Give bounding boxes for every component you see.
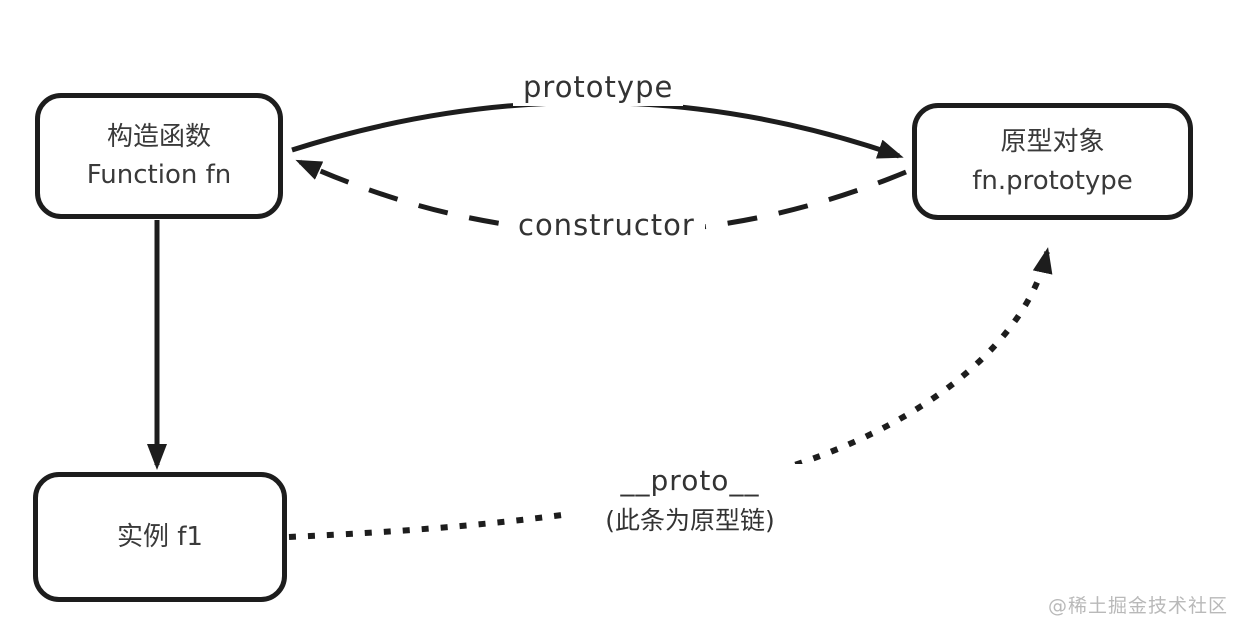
prototype-arrow xyxy=(291,100,904,159)
node-prototype-line1: 原型对象 xyxy=(1000,127,1105,157)
node-constructor-function: 构造函数 Function fn xyxy=(35,93,283,219)
edge-label-proto: __proto__ xyxy=(620,464,760,497)
node-prototype-object: 原型对象 fn.prototype xyxy=(912,103,1193,220)
node-prototype-line2: fn.prototype xyxy=(972,165,1133,196)
edge-label-proto-block: __proto__ (此条为原型链) xyxy=(572,464,808,537)
edge-label-proto-note: (此条为原型链) xyxy=(605,506,775,535)
watermark-text: @稀土掘金技术社区 xyxy=(1047,595,1228,617)
node-instance-f1: 实例 f1 xyxy=(33,472,287,602)
edge-label-constructor: constructor xyxy=(508,206,705,244)
node-constructor-line2: Function fn xyxy=(86,160,232,190)
node-constructor-line1: 构造函数 xyxy=(106,121,211,152)
node-instance-line1: 实例 f1 xyxy=(117,521,203,552)
edge-label-prototype: prototype xyxy=(513,68,684,106)
